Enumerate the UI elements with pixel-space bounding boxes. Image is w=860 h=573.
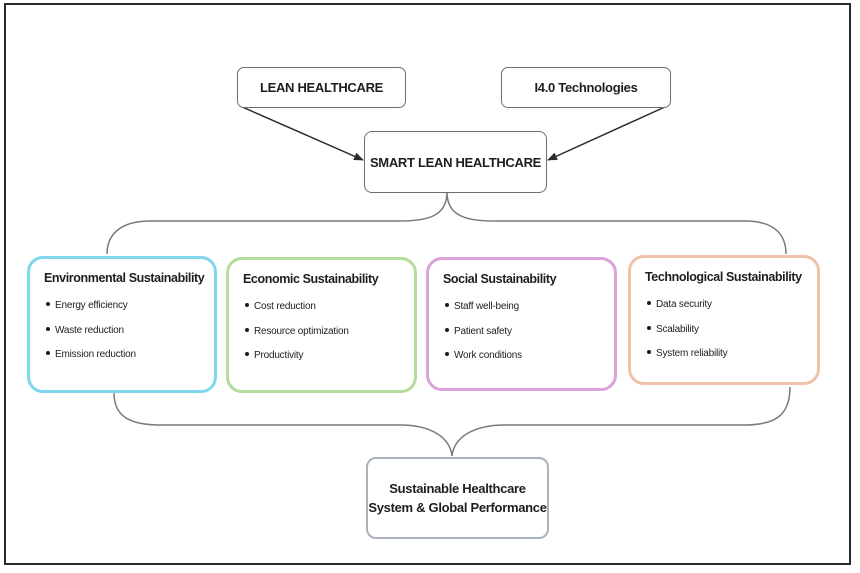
bullet-icon (647, 301, 651, 306)
pillar-title: Technological Sustainability (645, 270, 802, 284)
list-item: Patient safety (443, 320, 614, 345)
pillar-card-economic: Economic Sustainability Cost reduction R… (226, 257, 417, 393)
bullet-icon (445, 327, 449, 332)
list-item: Resource optimization (243, 320, 414, 345)
bullet-icon (647, 350, 651, 355)
bullet-icon (46, 351, 50, 356)
list-item: Productivity (243, 344, 414, 369)
bullet-icon (445, 303, 449, 308)
lean-healthcare-box: LEAN HEALTHCARE (237, 67, 406, 108)
smart-lean-healthcare-label: SMART LEAN HEALTHCARE (369, 154, 542, 170)
pillar-card-environmental: Environmental Sustainability Energy effi… (27, 256, 217, 393)
bullet-icon (46, 302, 50, 307)
pillar-item-list: Data security Scalability System reliabi… (645, 293, 817, 367)
bullet-icon (245, 352, 249, 357)
brace-top (106, 191, 787, 255)
pillar-title: Social Sustainability (443, 272, 557, 286)
bullet-icon (245, 303, 249, 308)
bullet-icon (245, 327, 249, 332)
bullet-icon (46, 326, 50, 331)
brace-bottom (113, 386, 791, 457)
list-item: Emission reduction (44, 343, 214, 368)
list-item: Waste reduction (44, 319, 214, 344)
lean-healthcare-label: LEAN HEALTHCARE (259, 80, 384, 95)
i40-technologies-box: I4.0 Technologies (501, 67, 671, 108)
sustainable-healthcare-outcome-box: Sustainable Healthcare System & Global P… (366, 457, 549, 539)
bullet-icon (445, 352, 449, 357)
list-item: System reliability (645, 342, 817, 367)
pillar-item-list: Cost reduction Resource optimization Pro… (243, 295, 414, 369)
pillar-title: Economic Sustainability (243, 272, 379, 286)
list-item: Staff well-being (443, 295, 614, 320)
pillar-item-list: Staff well-being Patient safety Work con… (443, 295, 614, 369)
arrow-i40-to-smart (547, 105, 668, 161)
pillar-item-list: Energy efficiency Waste reduction Emissi… (44, 294, 214, 368)
i40-technologies-label: I4.0 Technologies (534, 80, 638, 95)
list-item: Cost reduction (243, 295, 414, 320)
pillar-card-technological: Technological Sustainability Data securi… (628, 255, 820, 385)
diagram-frame (4, 3, 851, 565)
pillar-title: Environmental Sustainability (44, 271, 205, 285)
list-item: Scalability (645, 318, 817, 343)
arrow-lean-to-smart (239, 105, 364, 161)
list-item: Data security (645, 293, 817, 318)
outcome-label-line1: Sustainable Healthcare (389, 481, 526, 496)
bullet-icon (647, 325, 651, 330)
pillar-card-social: Social Sustainability Staff well-being P… (426, 257, 617, 391)
list-item: Energy efficiency (44, 294, 214, 319)
smart-lean-healthcare-box: SMART LEAN HEALTHCARE (364, 131, 547, 193)
list-item: Work conditions (443, 344, 614, 369)
outcome-label-line2: System & Global Performance (368, 500, 547, 515)
